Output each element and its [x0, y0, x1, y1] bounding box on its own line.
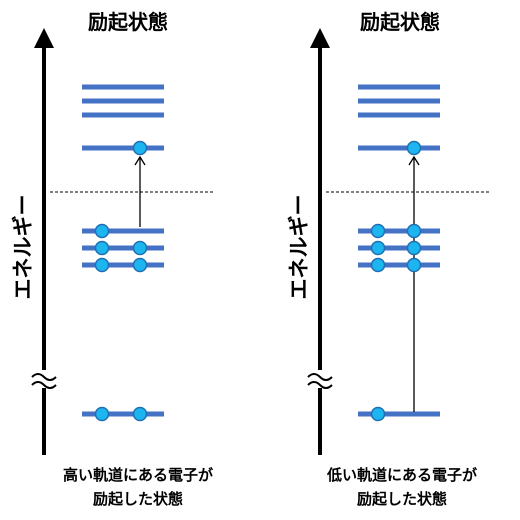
electron — [406, 240, 422, 256]
electron — [94, 257, 110, 273]
electron — [406, 257, 422, 273]
excitation-arrowhead — [134, 155, 146, 166]
electron — [370, 406, 386, 422]
panel-title-right: 励起状態 — [360, 10, 440, 34]
caption-left-line1: 高い軌道にある電子が — [62, 466, 213, 484]
caption-right: 低い軌道にある電子が 励起した状態 — [282, 463, 520, 511]
caption-right-line2: 励起した状態 — [356, 490, 447, 508]
caption-left: 高い軌道にある電子が 励起した状態 — [18, 463, 258, 511]
energy-axis-arrowhead — [34, 28, 54, 48]
caption-right-line1: 低い軌道にある電子が — [326, 466, 477, 484]
energy-axis-label-left: エネルギー — [11, 194, 35, 300]
electron — [132, 406, 148, 422]
energy-axis-arrowhead — [310, 28, 330, 48]
panel-right — [307, 28, 490, 455]
electron — [370, 240, 386, 256]
caption-left-line2: 励起した状態 — [92, 490, 183, 508]
electron — [94, 240, 110, 256]
electron — [132, 240, 148, 256]
electron — [132, 257, 148, 273]
energy-axis-label-right: エネルギー — [287, 194, 311, 300]
electron — [370, 223, 386, 239]
electron — [132, 140, 148, 156]
electron — [370, 257, 386, 273]
electron — [406, 140, 422, 156]
axis-break-mark — [31, 373, 57, 389]
excitation-arrowhead — [408, 155, 420, 166]
axis-break-mark — [307, 373, 333, 389]
electron — [94, 406, 110, 422]
electron — [406, 223, 422, 239]
electron — [94, 223, 110, 239]
panel-left — [31, 28, 215, 455]
panel-title-left: 励起状態 — [88, 10, 168, 34]
